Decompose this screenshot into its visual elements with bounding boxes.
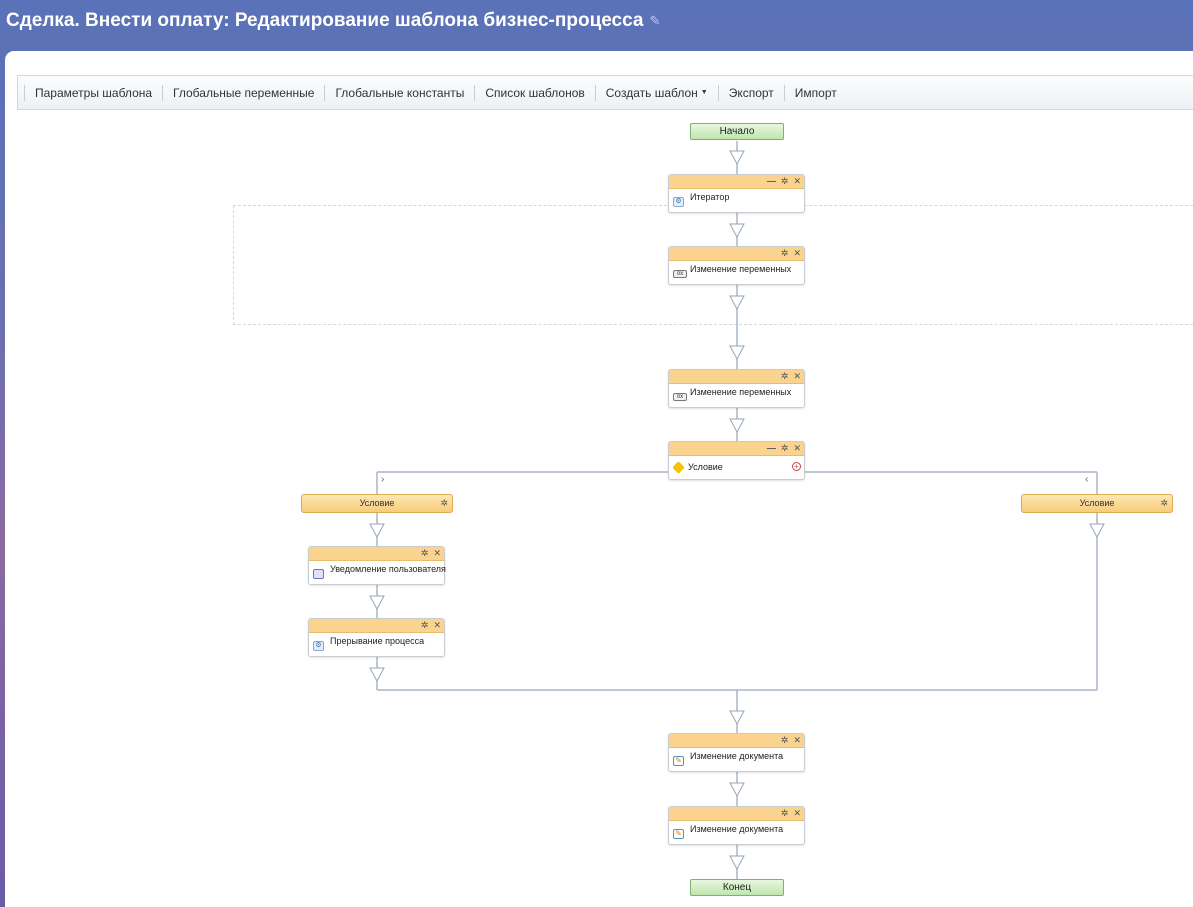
close-icon[interactable]: ✕ [793,371,801,381]
activity-notify-user[interactable]: ✲ ✕ Уведомление пользователя [308,546,446,585]
gear-icon[interactable]: ✲ [440,498,448,508]
gear-icon[interactable]: ✲ [780,443,789,453]
create-template-label: Создать шаблон [605,85,698,100]
activity-title: Условие [688,462,723,472]
start-node[interactable]: Начало [690,123,784,140]
close-icon[interactable]: ✕ [793,176,801,186]
activity-header: ✲ ✕ [309,547,444,561]
arrow-marker [729,855,745,871]
toolbar-export[interactable]: Экспорт [717,84,784,101]
process-canvas[interactable]: Начало — ✲ ✕ ⚙ Итератор ✲ ✕ [5,51,1193,907]
chevron-right-icon[interactable]: › [381,474,385,485]
arrow-marker [729,710,745,726]
activity-title: Итератор [690,192,730,202]
activity-header: — ✲ ✕ [669,175,804,189]
designer-workarea: Параметры шаблона Глобальные переменные … [5,51,1193,907]
toolbar-create-template[interactable]: Создать шаблон▼ [594,84,718,101]
activity-terminate[interactable]: ✲ ✕ ⚙ Прерывание процесса [308,618,445,657]
gear-icon[interactable]: ✲ [1160,498,1168,508]
activity-header: ✲ ✕ [669,370,804,384]
branch-label: Условие [359,498,395,508]
toolbar-global-constants[interactable]: Глобальные константы [324,84,474,101]
arrow-marker [369,667,385,683]
chevron-down-icon: ▼ [700,89,708,97]
toolbar-import[interactable]: Импорт [783,84,847,101]
activity-var-change-1[interactable]: ✲ ✕ ¤x Изменение переменных [668,246,805,285]
gear-icon[interactable]: ✲ [420,620,429,630]
variables-icon: ¤x [673,270,687,278]
activity-iterator[interactable]: — ✲ ✕ ⚙ Итератор [668,174,805,213]
gear-icon[interactable]: ✲ [780,735,789,745]
gear-icon[interactable]: ✲ [780,808,789,818]
close-icon[interactable]: ✕ [433,620,441,630]
document-edit-icon: ✎ [673,829,684,839]
iterator-icon: ⚙ [673,197,684,207]
arrow-marker [729,345,745,361]
add-branch-icon[interactable]: + [792,462,801,471]
user-notification-icon [313,569,324,579]
activity-doc-change-2[interactable]: ✲ ✕ ✎ Изменение документа [668,806,805,845]
activity-header: ✲ ✕ [309,619,444,633]
condition-icon [672,461,685,474]
arrow-marker [729,782,745,798]
activity-title: Изменение переменных [690,264,792,274]
arrow-marker [369,523,385,539]
activity-header: ✲ ✕ [669,734,804,748]
activity-header: — ✲ ✕ [669,442,804,456]
toolbar-template-list[interactable]: Список шаблонов [474,84,594,101]
designer-toolbar: Параметры шаблона Глобальные переменные … [17,75,1193,110]
chevron-left-icon[interactable]: ‹ [1085,474,1089,485]
minimize-icon[interactable]: — [766,176,776,186]
activity-condition[interactable]: — ✲ ✕ Условие + [668,441,805,480]
pin-icon[interactable]: ✎ [649,12,661,28]
arrow-marker [729,418,745,434]
activity-title: Уведомление пользователя [330,564,446,574]
gear-icon[interactable]: ✲ [780,371,789,381]
activity-title: Изменение переменных [690,387,792,397]
branch-condition-left[interactable]: Условие ✲ [301,494,453,513]
flow-connectors [369,141,1105,879]
activity-header: ✲ ✕ [669,807,804,821]
terminate-icon: ⚙ [313,641,324,651]
page-title: Сделка. Внести оплату: Редактирование ша… [6,10,661,31]
activity-title: Прерывание процесса [330,636,425,646]
close-icon[interactable]: ✕ [793,443,801,453]
gear-icon[interactable]: ✲ [420,548,429,558]
gear-icon[interactable]: ✲ [780,176,789,186]
activity-var-change-2[interactable]: ✲ ✕ ¤x Изменение переменных [668,369,805,408]
arrow-marker [729,150,745,166]
arrow-marker [1089,523,1105,539]
toolbar-template-params[interactable]: Параметры шаблона [24,84,162,101]
close-icon[interactable]: ✕ [433,548,441,558]
minimize-icon[interactable]: — [766,443,776,453]
branch-condition-right[interactable]: Условие ✲ [1021,494,1173,513]
gear-icon[interactable]: ✲ [780,248,789,258]
arrow-marker [729,295,745,311]
branch-label: Условие [1079,498,1115,508]
activity-header: ✲ ✕ [669,247,804,261]
activity-title: Изменение документа [690,751,784,761]
toolbar-global-variables[interactable]: Глобальные переменные [162,84,324,101]
arrow-marker [729,223,745,239]
end-node[interactable]: Конец [690,879,784,896]
activity-title: Изменение документа [690,824,784,834]
document-edit-icon: ✎ [673,756,684,766]
activity-doc-change-1[interactable]: ✲ ✕ ✎ Изменение документа [668,733,805,772]
variables-icon: ¤x [673,393,687,401]
close-icon[interactable]: ✕ [793,248,801,258]
arrow-marker [369,595,385,611]
close-icon[interactable]: ✕ [793,808,801,818]
close-icon[interactable]: ✕ [793,735,801,745]
